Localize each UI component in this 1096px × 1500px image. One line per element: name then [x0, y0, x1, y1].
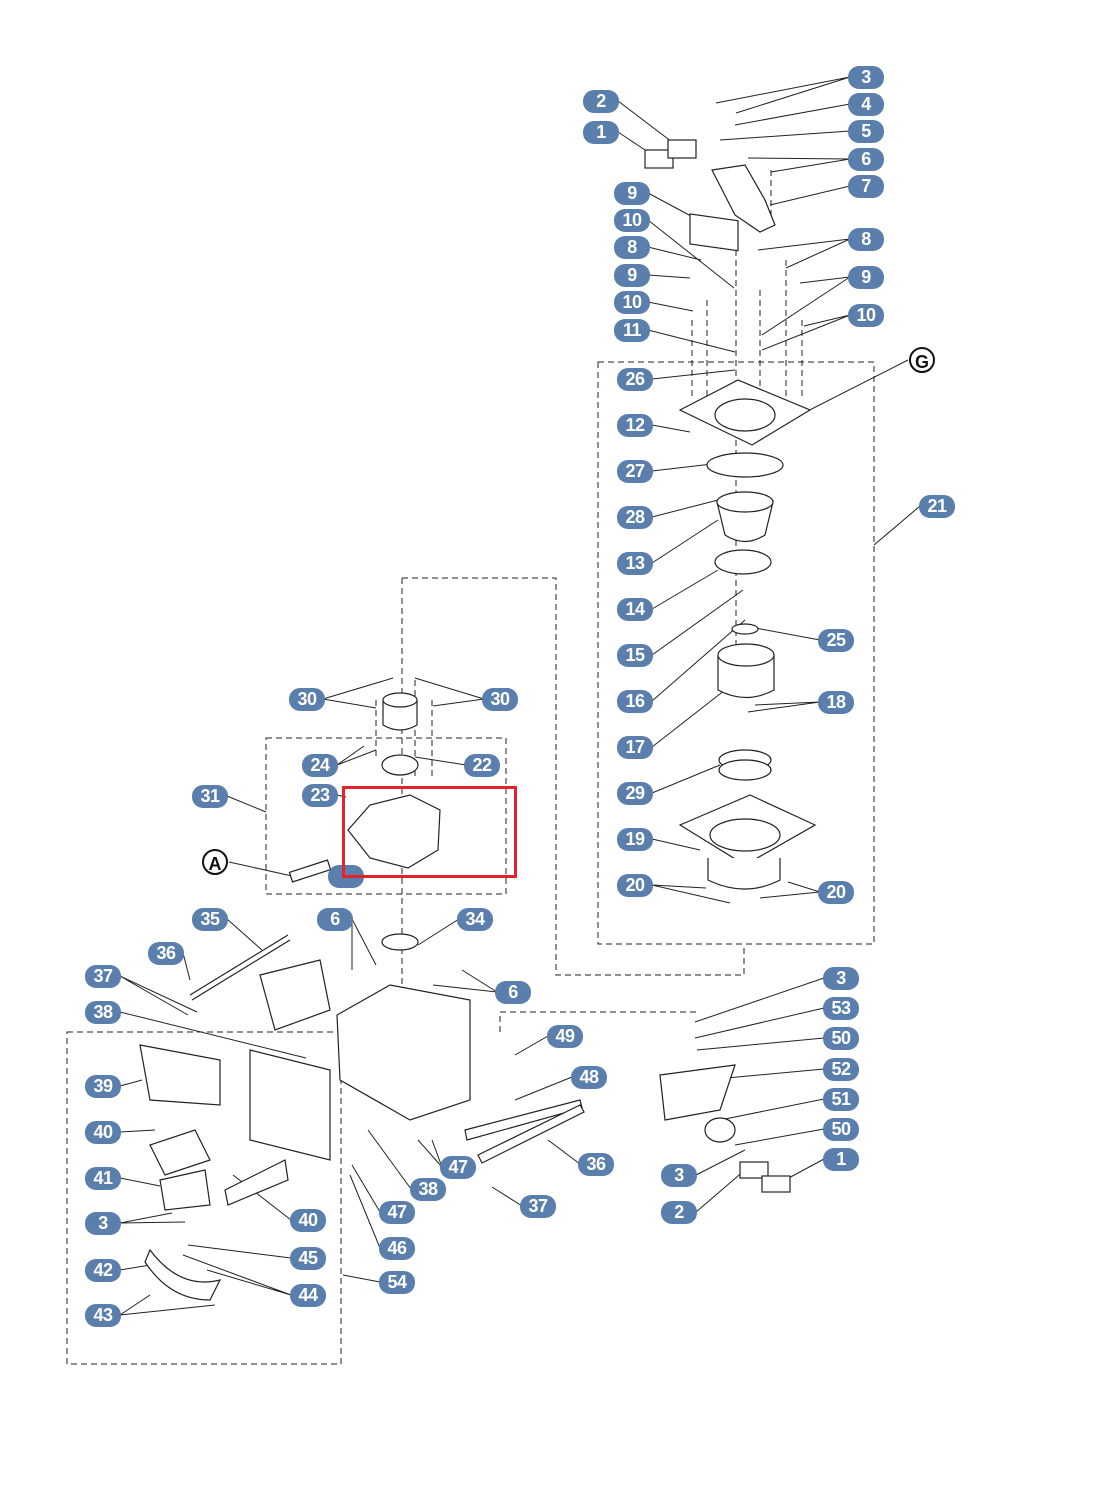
callout-6: 6 [317, 908, 353, 931]
assembly-54-boundary [66, 1031, 342, 1365]
callout-30: 30 [482, 688, 518, 711]
callout-50: 50 [823, 1118, 859, 1141]
callout-9: 9 [848, 266, 884, 289]
callout-18: 18 [818, 691, 854, 714]
callout-13: 13 [617, 552, 653, 575]
callout-24: 24 [302, 754, 338, 777]
callout-10: 10 [614, 291, 650, 314]
callout-3: 3 [848, 66, 884, 89]
callout-41: 41 [85, 1167, 121, 1190]
callout-38: 38 [410, 1178, 446, 1201]
assembly-21-boundary [597, 361, 875, 945]
callout-47: 47 [440, 1156, 476, 1179]
callout-50: 50 [823, 1027, 859, 1050]
callout-1: 1 [583, 121, 619, 144]
callout-3: 3 [85, 1212, 121, 1235]
callout-51: 51 [823, 1088, 859, 1111]
callout-43: 43 [85, 1304, 121, 1327]
callout-2: 2 [661, 1201, 697, 1224]
callout-10: 10 [848, 304, 884, 327]
callout-49: 49 [547, 1025, 583, 1048]
callout-38: 38 [85, 1001, 121, 1024]
callout-31: 31 [192, 785, 228, 808]
callout-40: 40 [85, 1121, 121, 1144]
callout-42: 42 [85, 1259, 121, 1282]
assembly-boundaries [66, 170, 875, 1365]
callout-47: 47 [379, 1201, 415, 1224]
assembly-31-boundary [265, 737, 507, 895]
callout-46: 46 [379, 1237, 415, 1260]
callout-40: 40 [290, 1209, 326, 1232]
callout-14: 14 [617, 598, 653, 621]
callout-23: 23 [302, 784, 338, 807]
callout-10: 10 [614, 209, 650, 232]
callout-26: 26 [617, 368, 653, 391]
callout-21: 21 [919, 495, 955, 518]
callout-3: 3 [661, 1164, 697, 1187]
callout-44: 44 [290, 1284, 326, 1307]
callout-8: 8 [848, 228, 884, 251]
highlight-box [342, 786, 517, 878]
callout-6: 6 [848, 148, 884, 171]
callout-48: 48 [571, 1066, 607, 1089]
callout-4: 4 [848, 93, 884, 116]
callout-6: 6 [495, 981, 531, 1004]
callout-20: 20 [617, 874, 653, 897]
callout-9: 9 [614, 264, 650, 287]
callout-37: 37 [85, 965, 121, 988]
parts [139, 139, 817, 1301]
callout-52: 52 [823, 1058, 859, 1081]
callout-35: 35 [192, 908, 228, 931]
callout-19: 19 [617, 828, 653, 851]
reference-marker-a: A [202, 849, 228, 875]
callout-39: 39 [85, 1075, 121, 1098]
callout-17: 17 [617, 736, 653, 759]
callout-34: 34 [457, 908, 493, 931]
callout-3: 3 [823, 967, 859, 990]
callout-53: 53 [823, 997, 859, 1020]
callout-8: 8 [614, 236, 650, 259]
callout-37: 37 [520, 1195, 556, 1218]
callout-36: 36 [148, 942, 184, 965]
leader-lines [119, 76, 921, 1316]
callout-16: 16 [617, 690, 653, 713]
callout-5: 5 [848, 120, 884, 143]
part-highlighted [347, 794, 441, 869]
callout-15: 15 [617, 644, 653, 667]
callout-11: 11 [614, 319, 650, 342]
callout-36: 36 [578, 1153, 614, 1176]
callout-12: 12 [617, 414, 653, 437]
callout-45: 45 [290, 1247, 326, 1270]
reference-marker-g: G [909, 347, 935, 373]
callout-22: 22 [464, 754, 500, 777]
callout-20: 20 [818, 881, 854, 904]
callout-28: 28 [617, 506, 653, 529]
callout-54: 54 [379, 1271, 415, 1294]
callout-7: 7 [848, 175, 884, 198]
callout-9: 9 [614, 182, 650, 205]
callout-25: 25 [818, 629, 854, 652]
callout-29: 29 [617, 782, 653, 805]
callout-30: 30 [289, 688, 325, 711]
callout-1: 1 [823, 1148, 859, 1171]
callout-27: 27 [617, 460, 653, 483]
callout-2: 2 [583, 90, 619, 113]
link-dashed [402, 577, 745, 976]
